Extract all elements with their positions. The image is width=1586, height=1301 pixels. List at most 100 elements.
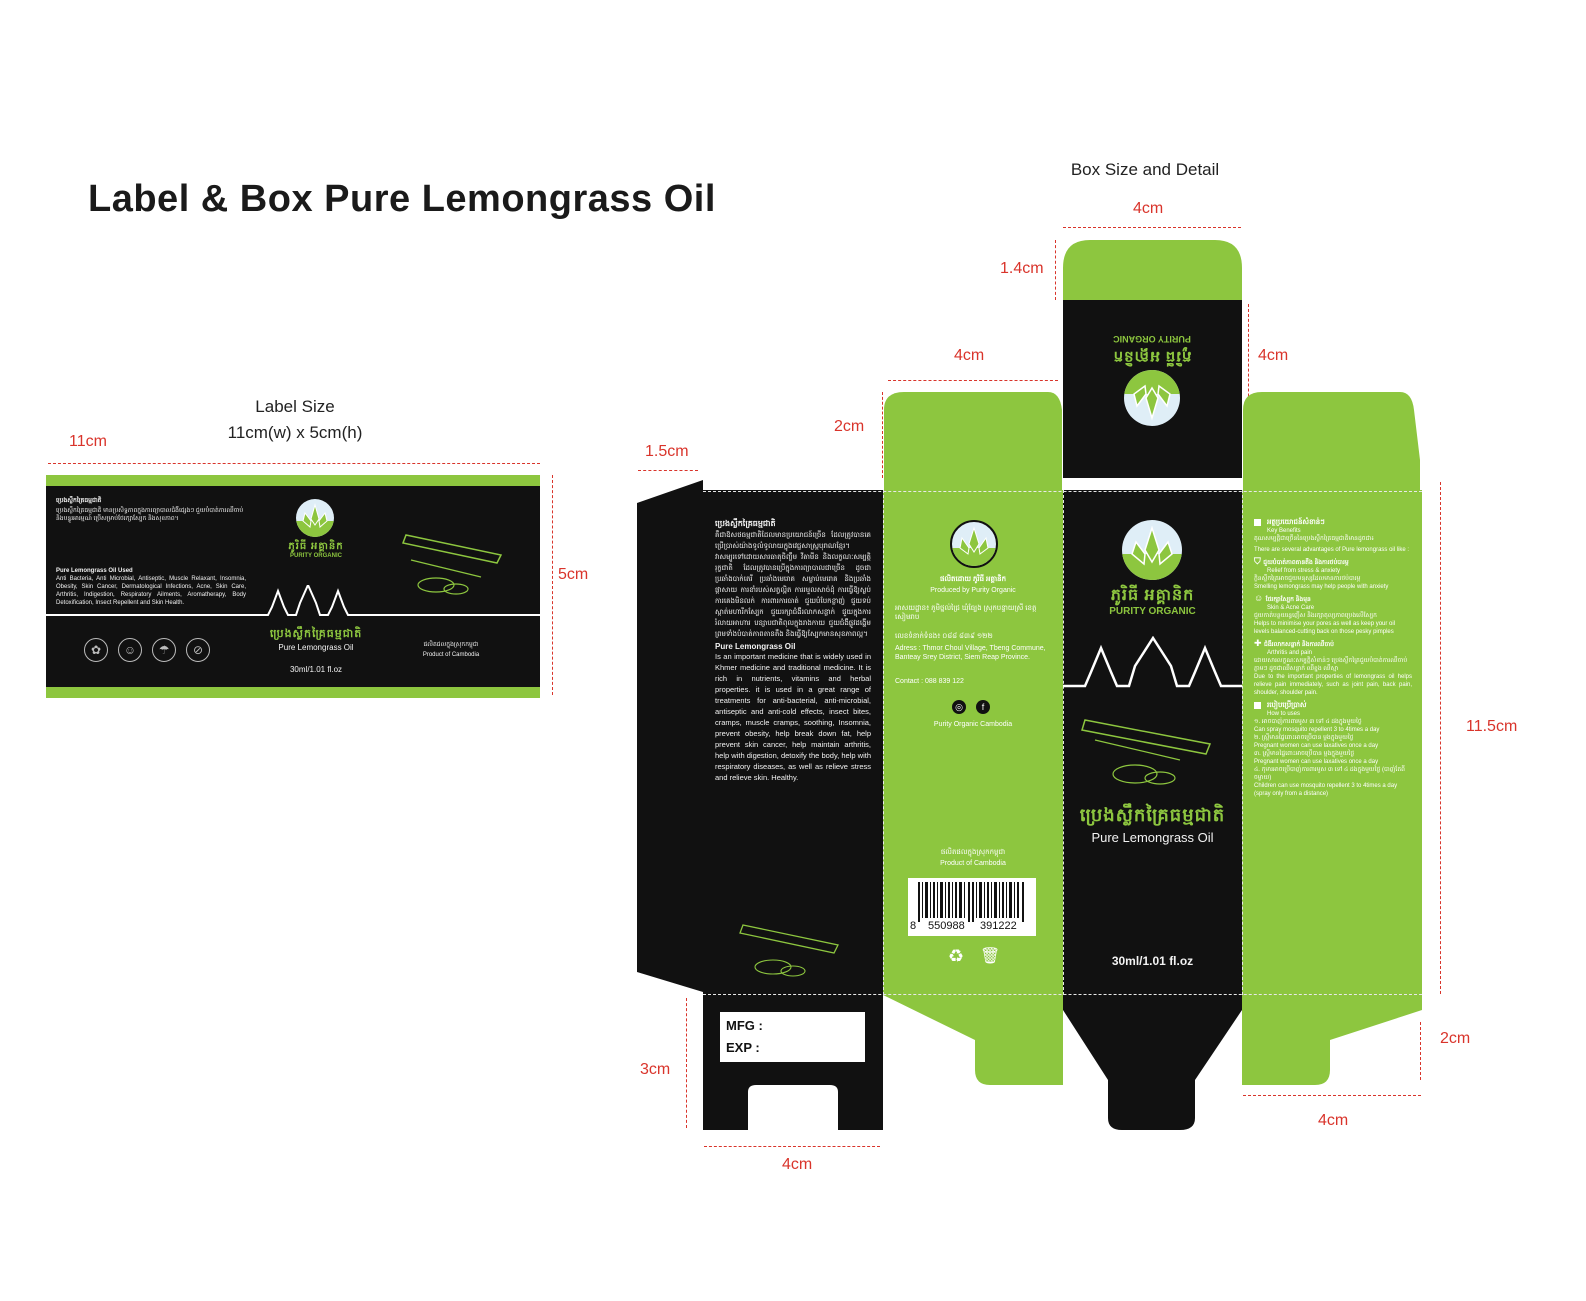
exp-label: EXP : bbox=[726, 1040, 760, 1055]
label-width-dim: 11cm bbox=[69, 433, 107, 450]
how-heading-kh: របៀបប្រើប្រាស់ bbox=[1254, 701, 1412, 710]
dim-box-height: 11.5cm bbox=[1466, 718, 1518, 735]
label-khmer-heading: ប្រេងស្លឹកគ្រៃធម្មជាតិ bbox=[56, 498, 102, 504]
address-kh: អាសយដ្ឋាន៖ ភូមិថ្នល់ជ្រៃ ឃុំធ្បែង ស្រុកប… bbox=[895, 605, 1037, 621]
benefit2-desc-en: Helps to minimise your pores as well as … bbox=[1254, 621, 1396, 635]
contact-en: Contact : 088 839 122 bbox=[895, 678, 964, 685]
label-origin-en: Product of Cambodia bbox=[422, 652, 480, 658]
dim-top-height: 1.4cm bbox=[1000, 260, 1044, 277]
front-brand-en: PURITY ORGANIC bbox=[1109, 606, 1196, 617]
benefit2-desc-kh: ជួយកាត់បន្ថយរន្ធញើស និងរក្សាតុល្យភាពប្រេ… bbox=[1254, 613, 1377, 619]
benefit1-kh: ⛉ ជួយបំបាត់ភាពតានតឹង និងការថប់បារម្ភ bbox=[1254, 556, 1349, 567]
label-khmer-body: ប្រេងស្លឹកគ្រៃធម្មជាតិ មានប្រសិទ្ធភាពក្ន… bbox=[56, 508, 244, 522]
benefit2-en: Skin & Acne Care bbox=[1267, 605, 1315, 611]
label-size-caption: Label Size bbox=[255, 397, 335, 416]
how2-kh: ២. ស្ត្រីមានផ្ទៃពោះអាចប្រើបាន ម្តងក្នុងម… bbox=[1254, 735, 1354, 741]
lid-panel: ភូរិធី អគ្គានិក PURITY ORGANIC bbox=[1063, 300, 1242, 478]
front-product-kh: ប្រេងស្លឹកគ្រៃធម្មជាតិ bbox=[1079, 805, 1226, 825]
fold-line bbox=[703, 491, 1422, 492]
dim-bottom-height-line bbox=[686, 998, 687, 1128]
social-handle: Purity Organic Cambodia bbox=[933, 721, 1013, 728]
kb-intro-kh: គុណសម្បត្តិជាច្រើននៃប្រេងស្លឹកគ្រៃធម្មជា… bbox=[1254, 536, 1374, 542]
dim-top-width: 4cm bbox=[1133, 200, 1164, 217]
label-height-line bbox=[552, 475, 553, 695]
how4-kh: ៤. កុមារអាចប្រើបាញ់ការពារមូស ៣ ទៅ ៤ ដងក្… bbox=[1254, 767, 1405, 781]
temple-silhouette-icon bbox=[1063, 636, 1242, 688]
dim-side-width-line bbox=[638, 470, 698, 471]
kb-heading-en: Key Benefits bbox=[1267, 528, 1301, 534]
dim-lid-height: 4cm bbox=[1258, 347, 1289, 364]
box-size-caption: Box Size and Detail bbox=[1070, 160, 1220, 179]
dim-right-width: 4cm bbox=[1318, 1112, 1349, 1129]
lid-logo bbox=[1124, 370, 1180, 426]
dim-flap-height: 2cm bbox=[834, 418, 865, 435]
temple-silhouette-icon bbox=[46, 585, 540, 616]
label-volume: 30ml/1.01 fl.oz bbox=[289, 665, 343, 674]
how1-kh: ១. អាចបាញ់ការពារមូស ៣ ទៅ ៤ ដងក្នុងមួយថ្ង… bbox=[1254, 719, 1362, 725]
how2-en: Pregnant women can use laxatives once a … bbox=[1254, 743, 1379, 749]
label-brand-kh: ភូរិធី អគ្គានិក bbox=[288, 541, 344, 552]
spray-icon: ☂ bbox=[152, 638, 176, 662]
fold-line bbox=[883, 490, 884, 995]
lemongrass-illustration-icon bbox=[1081, 719, 1212, 785]
dim-bottom-height: 3cm bbox=[640, 1061, 671, 1078]
benefit3-en: Arthritis and pain bbox=[1267, 650, 1313, 656]
person-icon: ☺ bbox=[118, 638, 142, 662]
how3-en: Pregnant women can use laxatives once a … bbox=[1254, 759, 1379, 765]
dim-side-width: 1.5cm bbox=[645, 443, 689, 460]
joint-icon: ✚ bbox=[1254, 638, 1265, 648]
label-product-en: Pure Lemongrass Oil bbox=[278, 643, 354, 652]
desc-kh-body: គឺជាឱសថធម្មជាតិដែលមានប្រយោជន៍ច្រើន ដែលត្… bbox=[715, 532, 871, 638]
barcode-digits-right: 391222 bbox=[980, 920, 1017, 932]
page-title: Label & Box Pure Lemongrass Oil bbox=[88, 178, 716, 220]
label-bottom-stripe bbox=[46, 687, 540, 698]
dim-bottom2-height: 2cm bbox=[1440, 1030, 1471, 1047]
benefit2-kh: ☺ ថែរក្សាស្បែក និងមុន bbox=[1254, 593, 1311, 604]
how-heading-en: How to uses bbox=[1267, 711, 1301, 717]
front-logo bbox=[1122, 520, 1182, 580]
mfg-exp-box: MFG : EXP : bbox=[720, 1012, 865, 1062]
dim-box-height-line bbox=[1440, 482, 1441, 994]
lotus-icon bbox=[1124, 370, 1180, 421]
dim-bottom2-height-line bbox=[1420, 1022, 1421, 1080]
benefit1-desc-kh: ក្លិនស្លឹកគ្រៃអាចជួយមនុស្សដែលមានការថប់បា… bbox=[1254, 576, 1361, 582]
phone-kh: លេខទំនាក់ទំនង៖ ០៨៨ ៨៣៩ ១២២ bbox=[895, 633, 993, 640]
fold-line bbox=[1063, 490, 1064, 995]
barcode-bars bbox=[918, 882, 1024, 922]
lotus-icon bbox=[1122, 525, 1182, 580]
lotus-icon bbox=[296, 503, 334, 537]
desc-en-body: Is an important medicine that is widely … bbox=[715, 652, 871, 782]
dim-lid-height-line bbox=[1248, 304, 1249, 476]
label-top-stripe bbox=[46, 475, 540, 486]
address-en: Adress : Thmor Choul Village, Tbeng Comm… bbox=[895, 645, 1046, 661]
kb-intro-en: There are several advantages of Pure lem… bbox=[1254, 547, 1410, 553]
dim-right-width-line bbox=[1243, 1095, 1421, 1096]
no-mosquito-icon: ⊘ bbox=[186, 638, 210, 662]
front-product-en: Pure Lemongrass Oil bbox=[1091, 830, 1214, 845]
dim-top-height-line bbox=[1055, 240, 1056, 300]
label-used-heading: Pure Lemongrass Oil Used bbox=[56, 568, 133, 574]
front-brand-kh: ភូរិធី អគ្គានិក bbox=[1110, 587, 1195, 604]
gear-icon: ✿ bbox=[84, 638, 108, 662]
origin-en: Product of Cambodia bbox=[940, 860, 1006, 867]
label-origin-kh: ផលិតផលក្នុងស្រុកកម្ពុជា bbox=[423, 642, 479, 648]
how4-en: Children can use mosquito repellent 3 to… bbox=[1254, 783, 1398, 797]
fold-line bbox=[703, 994, 1422, 995]
dim-bottom-width: 4cm bbox=[782, 1156, 813, 1173]
dim-flap-height-line bbox=[882, 392, 883, 478]
label-size-value: 11cm(w) x 5cm(h) bbox=[227, 423, 363, 442]
skin-icon: ☺ bbox=[1254, 593, 1266, 603]
panel-description: ប្រេងស្លឹកគ្រៃធម្មជាតិ គឺជាឱសថធម្មជាតិដែ… bbox=[715, 518, 871, 783]
lemongrass-illustration-icon bbox=[401, 534, 503, 595]
kb-heading-kh: អត្ថប្រយោជន៍សំខាន់ៗ bbox=[1254, 518, 1412, 527]
desc-kh-heading: ប្រេងស្លឹកគ្រៃធម្មជាតិ bbox=[715, 519, 776, 528]
benefit1-desc-en: Smelling lemongrass may help people with… bbox=[1254, 584, 1389, 590]
panel-benefits: អត្ថប្រយោជន៍សំខាន់ៗ Key Benefits គុណសម្ប… bbox=[1254, 518, 1412, 798]
dim-flap-width-line bbox=[888, 380, 1058, 381]
benefit3-desc-en: Due to the important properties of lemon… bbox=[1254, 674, 1412, 696]
label-used-text: Anti Bacteria, Anti Microbial, Antisepti… bbox=[56, 576, 246, 606]
produced-en: Produced by Purity Organic bbox=[930, 587, 1016, 594]
trash-bin-icon: 🗑 bbox=[980, 948, 1001, 965]
produced-kh: ផលិតដោយ ភូរិធី អគ្គានិក bbox=[939, 576, 1007, 583]
dim-top-width-line bbox=[1063, 227, 1241, 228]
